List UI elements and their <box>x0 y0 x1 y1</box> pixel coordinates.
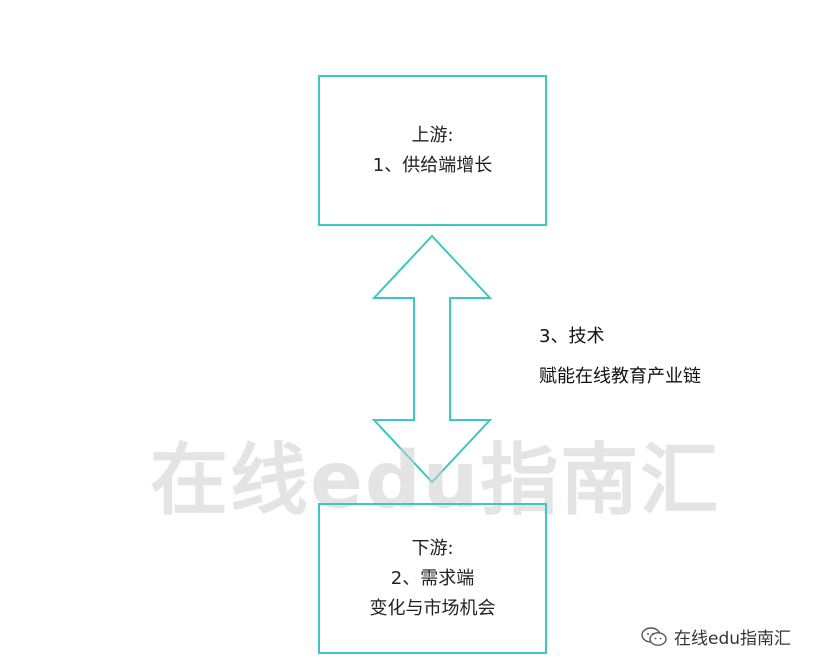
watermark-text: 在线edu指南汇 <box>150 436 721 526</box>
connector-label-2: 赋能在线教育产业链 <box>539 366 701 387</box>
downstream-title: 下游: <box>411 537 454 559</box>
downstream-box: 下游: 2、需求端 变化与市场机会 <box>318 503 547 654</box>
double-arrow-shape <box>371 234 493 484</box>
upstream-title: 上游: <box>411 124 454 146</box>
upstream-detail: 1、供给端增长 <box>372 154 493 176</box>
connector-label-1: 3、技术 <box>539 326 605 347</box>
wechat-icon <box>641 626 667 646</box>
footer-account-name: 在线edu指南汇 <box>674 629 792 649</box>
downstream-detail-2: 变化与市场机会 <box>369 597 496 619</box>
downstream-detail: 2、需求端 <box>390 567 475 589</box>
footer-account: 在线edu指南汇 <box>640 624 791 649</box>
upstream-box: 上游: 1、供给端增长 <box>318 75 547 226</box>
